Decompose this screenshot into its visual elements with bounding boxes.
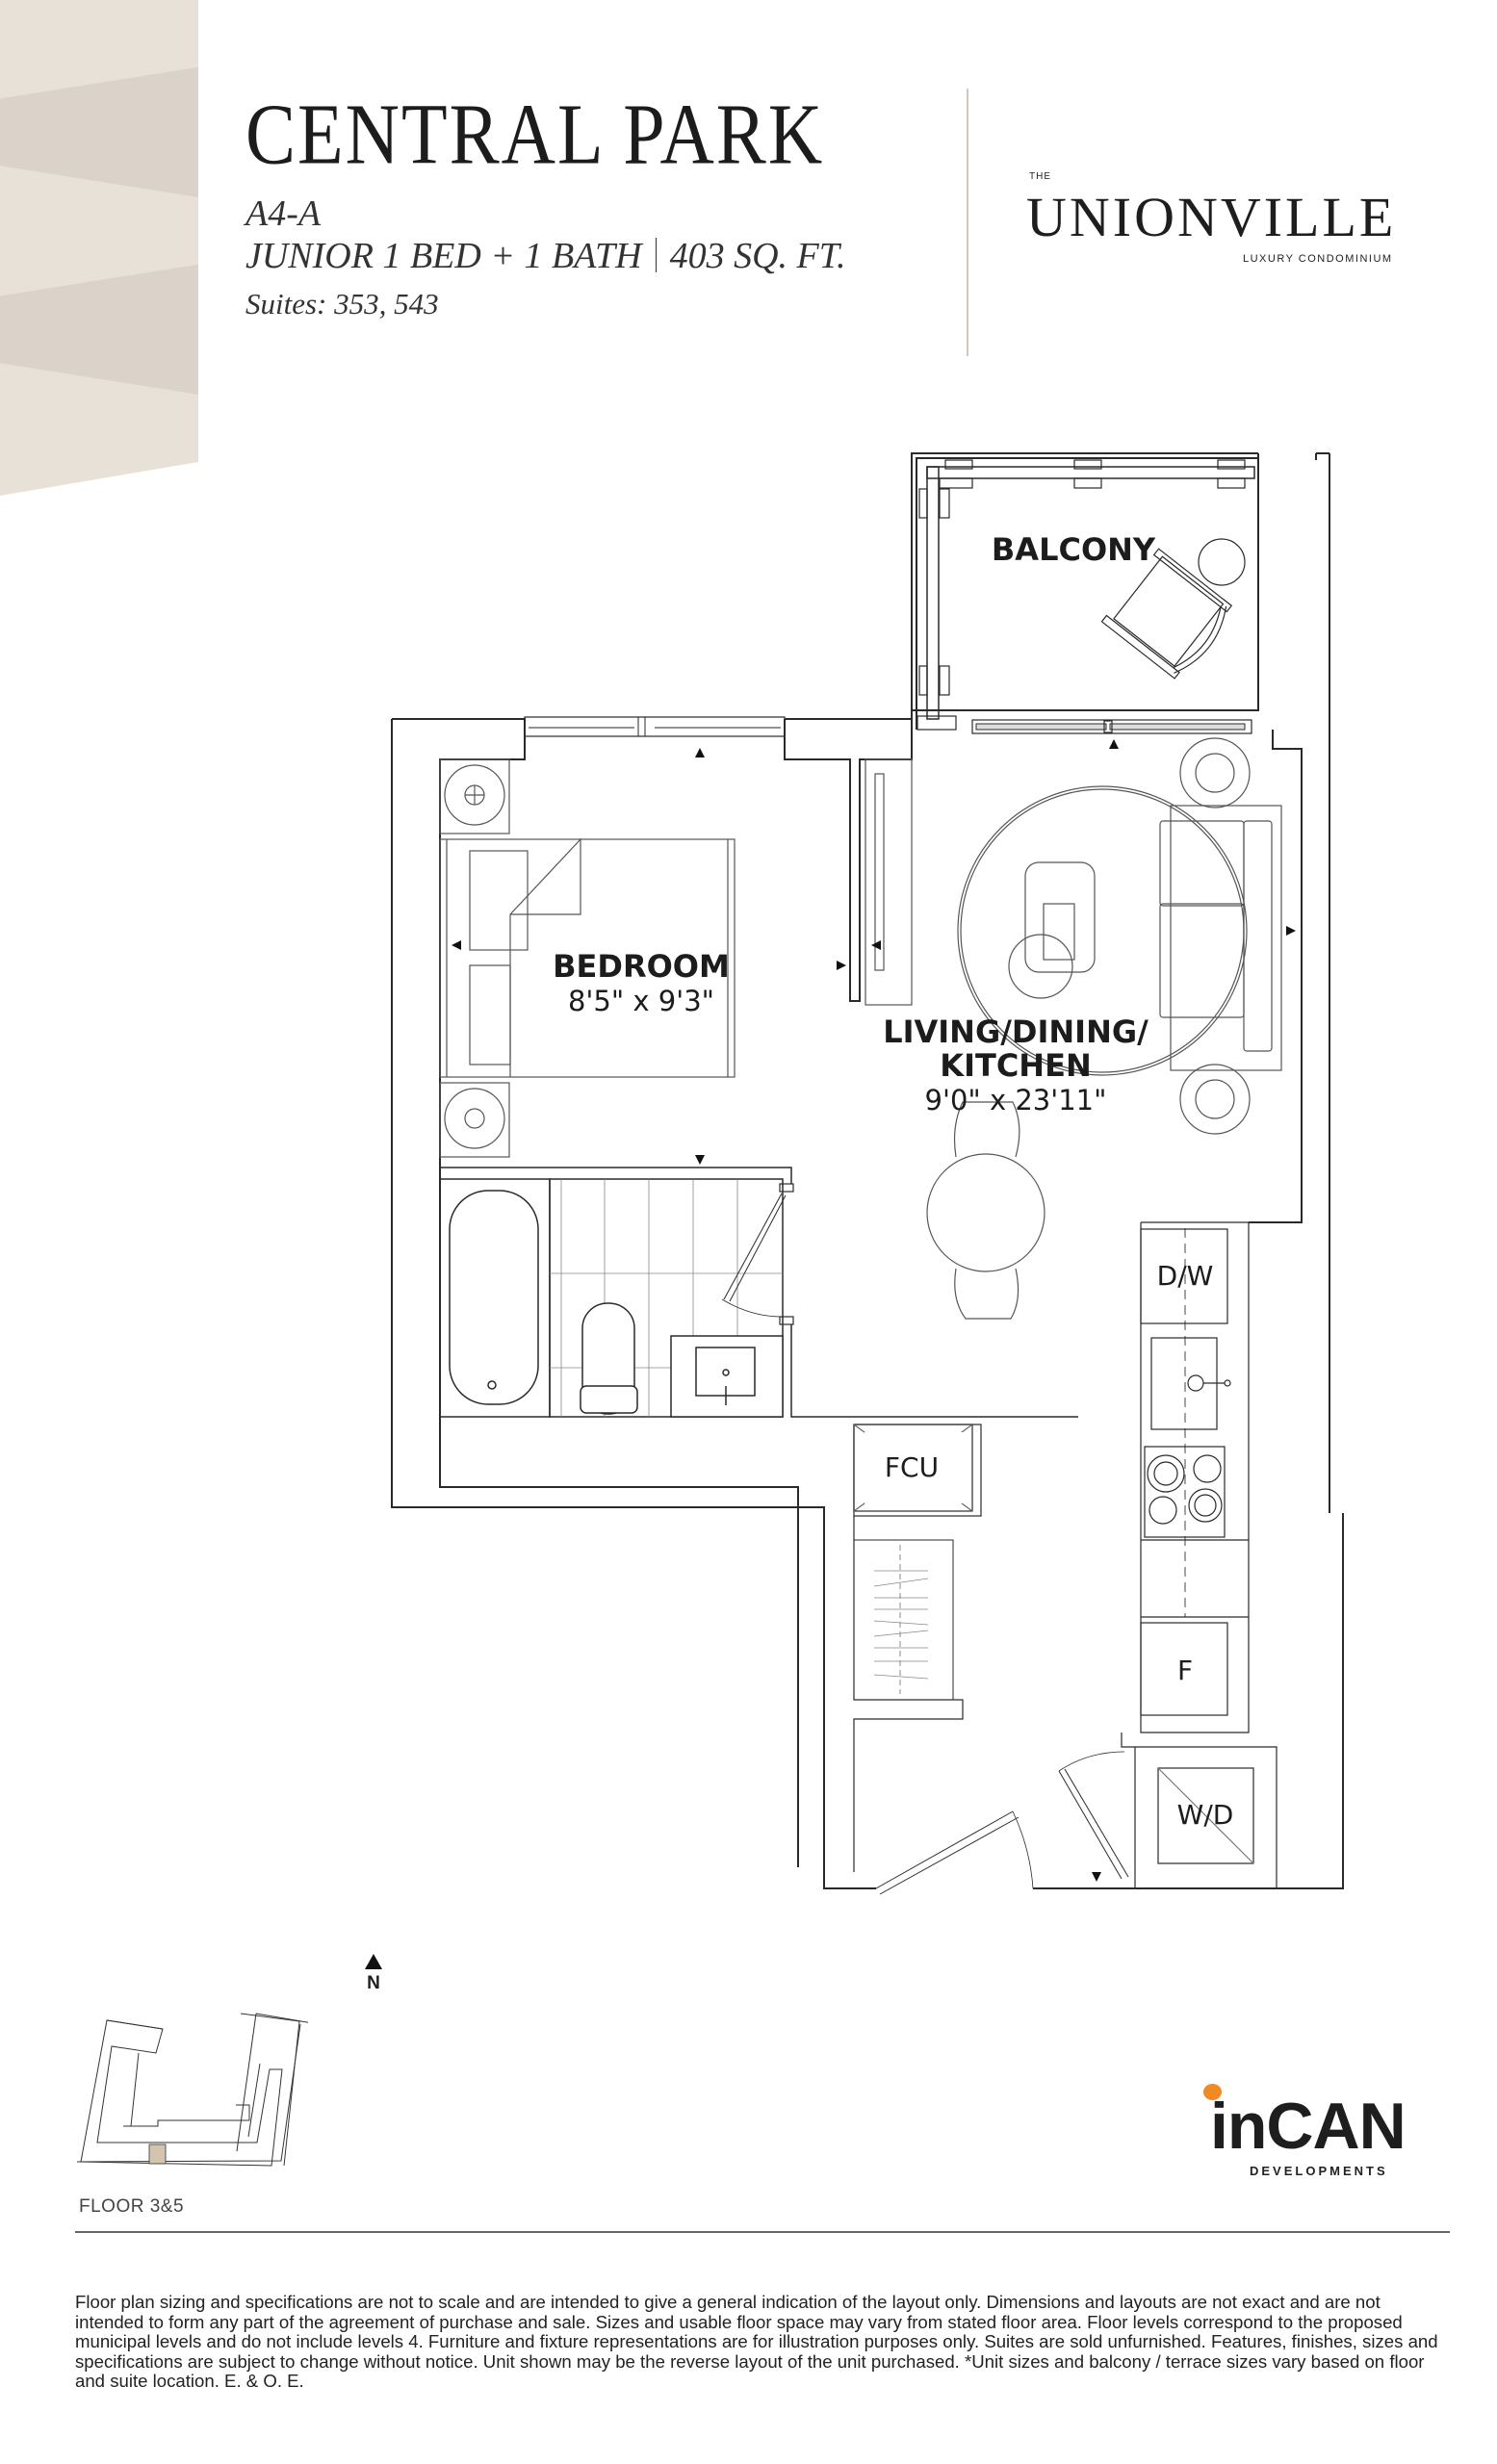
unit-type-line: JUNIOR 1 BED + 1 BATH 403 SQ. FT. xyxy=(245,235,846,277)
appliance-dishwasher: D/W xyxy=(1157,1260,1214,1292)
north-label: N xyxy=(367,1973,380,1993)
appliance-fridge: F xyxy=(1177,1655,1193,1686)
kitchen xyxy=(853,1221,1278,1895)
room-label-kitchen: KITCHEN xyxy=(940,1047,1091,1084)
unit-code: A4-A xyxy=(245,193,322,234)
unit-area: 403 SQ. FT. xyxy=(669,236,846,276)
bedroom-furniture xyxy=(439,758,913,1158)
appliance-fcu: FCU xyxy=(885,1451,939,1483)
exterior-walls xyxy=(391,452,1344,1889)
room-dimensions-bedroom: 8'5" x 9'3" xyxy=(568,985,714,1017)
floor-plan: BALCONY BEDROOM 8'5" x 9'3" LIVING/DININ… xyxy=(391,452,1344,1895)
key-plan xyxy=(77,2013,308,2167)
room-dimensions-living: 9'0" x 23'11" xyxy=(925,1084,1107,1116)
bathroom xyxy=(439,1167,1078,1418)
brand-prefix: THE xyxy=(1029,171,1051,182)
developer-logo: inCAN xyxy=(1210,2090,1407,2163)
brand-logo: UNIONVILLE xyxy=(1026,186,1397,248)
decorative-side-band xyxy=(0,0,198,496)
developer-subtitle: DEVELOPMENTS xyxy=(1250,2164,1388,2178)
room-label-balcony: BALCONY xyxy=(992,531,1156,568)
north-arrow: N xyxy=(362,1954,385,1994)
suite-highlight xyxy=(148,2143,167,2165)
suite-numbers: Suites: 353, 543 xyxy=(245,287,439,321)
window-arrows xyxy=(452,739,1296,1882)
balcony-area xyxy=(911,452,1259,734)
plan-title: CENTRAL PARK xyxy=(245,86,825,183)
separator xyxy=(655,238,657,272)
appliance-washer-dryer: W/D xyxy=(1177,1799,1234,1831)
room-label-bedroom: BEDROOM xyxy=(553,948,730,985)
keyplan-floor-label: FLOOR 3&5 xyxy=(79,2196,185,2217)
living-furniture xyxy=(926,737,1282,1320)
header-divider xyxy=(967,89,968,356)
unit-type: JUNIOR 1 BED + 1 BATH xyxy=(245,236,642,276)
room-label-living: LIVING/DINING/ xyxy=(883,1014,1149,1050)
north-arrow-icon xyxy=(365,1954,382,1969)
footer-divider xyxy=(75,2231,1450,2233)
disclaimer-text: Floor plan sizing and specifications are… xyxy=(75,2292,1438,2391)
incan-logo-dot xyxy=(1203,2084,1222,2100)
brand-tagline: LUXURY CONDOMINIUM xyxy=(1243,253,1393,265)
